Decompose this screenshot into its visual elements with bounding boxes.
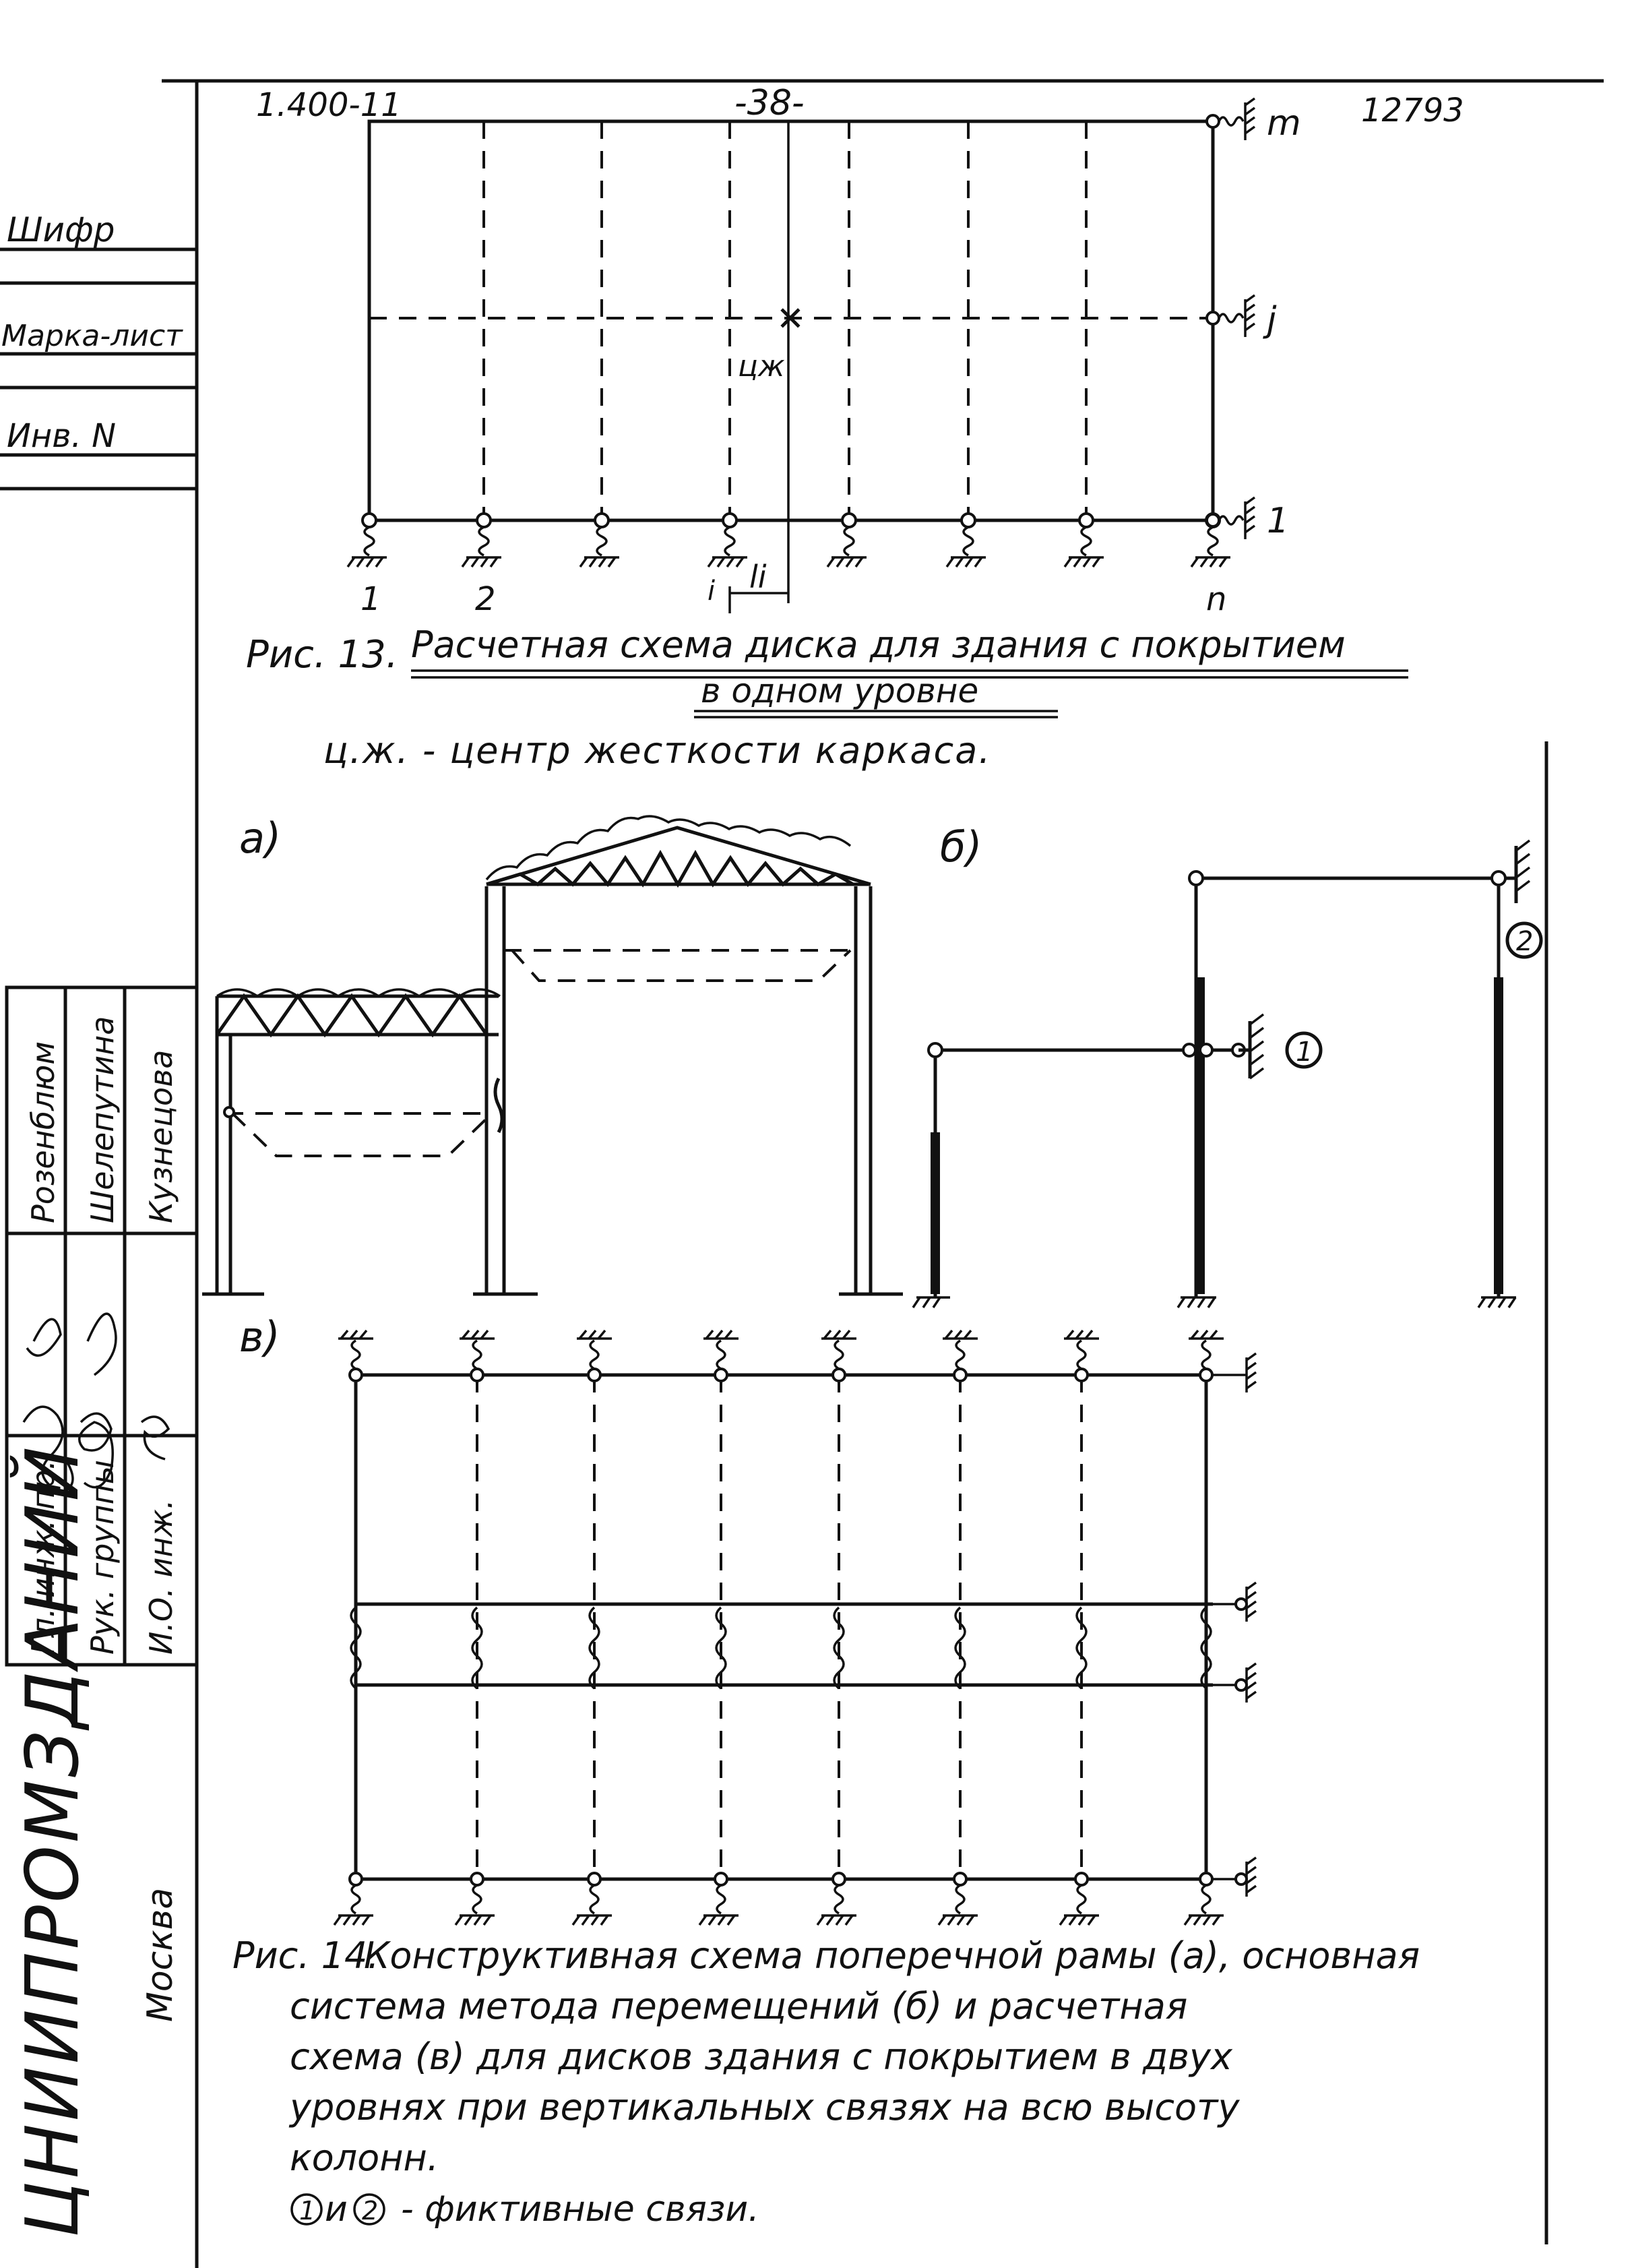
stamp-organization: ЦНИИПРОМЗДАНИЙ [9, 1444, 95, 2238]
fig14v-scheme [333, 1329, 1257, 1926]
node-label-bottom-2: 2 [475, 580, 496, 618]
legend-fictitious: - фиктивные связи. [401, 2189, 759, 2230]
page-number: -38- [734, 83, 805, 123]
fig14b-frame: 1 2 [912, 839, 1543, 1308]
stamp-name-1: Розенблюм [25, 1041, 61, 1223]
stamp-role-engineer: И.О. инж. [143, 1499, 179, 1655]
fig14-label-b: б) [940, 822, 982, 871]
node-label-j: j [1263, 300, 1277, 340]
legend-and: и [325, 2189, 348, 2230]
fig14-label-a: а) [239, 814, 281, 863]
fig14-caption-line4: уровнях при вертикальных связях на всю в… [288, 2086, 1241, 2128]
side-stamp-organization: ЦНИИПРОМЗДАНИЙ Москва [9, 1444, 181, 2238]
top-springs [338, 1329, 1224, 1382]
sheet-code: 1.400-11 [256, 86, 402, 124]
stamp-city: Москва [140, 1888, 181, 2022]
stamp-field-inventory: Инв. N [7, 417, 116, 455]
fig14a-frame [202, 815, 903, 1296]
fig13-legend: ц.ж. - центр жесткости каркаса. [323, 729, 991, 772]
side-stamp-signatures: Гл. инж. пр. Рук. группы И.О. инж. Розен… [5, 985, 199, 1667]
node-label-m: m [1267, 103, 1301, 144]
stamp-role-group: Рук. группы [84, 1460, 121, 1655]
dimension-label: li [749, 559, 767, 595]
stiffness-center-mark: ✕ [776, 299, 805, 338]
stamp-field-code: Шифр [7, 210, 115, 249]
stamp-name-2: Шелепутина [84, 1016, 121, 1223]
constraint-1-label: 1 [1296, 1037, 1313, 1068]
stamp-field-mark: Марка-лист [1, 319, 183, 353]
document-number: 12793 [1361, 92, 1464, 129]
fig14-caption-line1: Конструктивная схема поперечной рамы (а)… [364, 1934, 1420, 1977]
fig14-caption-line5: колонн. [290, 2137, 439, 2179]
fig13-caption-number: Рис. 13. [246, 633, 398, 677]
fig14-caption-line3: схема (в) для дисков здания с покрытием … [290, 2035, 1233, 2078]
node-label-bottom-1: 1 [360, 580, 381, 618]
node-label-bottom-n: n [1206, 580, 1226, 618]
stamp-name-3: Кузнецова [143, 1050, 179, 1223]
stamp-role-chief: Гл. инж. пр. [25, 1460, 61, 1655]
right-supports [1205, 97, 1256, 539]
fig13-diagram: ✕ цж i li m j 1 1 2 n [346, 97, 1301, 618]
node-label-right-1: 1 [1267, 501, 1289, 541]
fig13-caption-line2: в одном уровне [701, 671, 978, 710]
fig14-legend: 1 и 2 - фиктивные связи. [290, 2189, 759, 2230]
side-stamp-fields: Шифр Марка-лист Инв. N [0, 210, 197, 491]
fig14-caption-line2: система метода перемещений (б) и расчетн… [290, 1985, 1187, 2027]
constraint-2-label: 2 [1516, 926, 1533, 957]
middle-springs [350, 1606, 1212, 1690]
signature-scribbles [22, 1312, 170, 1494]
legend-constraint-1: 1 [299, 2196, 315, 2226]
stiffness-center-label: цж [738, 349, 785, 384]
fig13-caption-line1: Расчетная схема диска для здания с покры… [411, 623, 1346, 666]
legend-constraint-2: 2 [362, 2196, 378, 2226]
bottom-springs [333, 1872, 1224, 1926]
right-side-supports [1213, 1352, 1257, 1897]
fig14-caption: Рис. 14. Конструктивная схема поперечной… [232, 1934, 1420, 2179]
fig14-label-v: в) [239, 1312, 280, 1361]
fig14-caption-number: Рис. 14. [232, 1934, 379, 1977]
dimension-tick-i: i [708, 576, 715, 607]
